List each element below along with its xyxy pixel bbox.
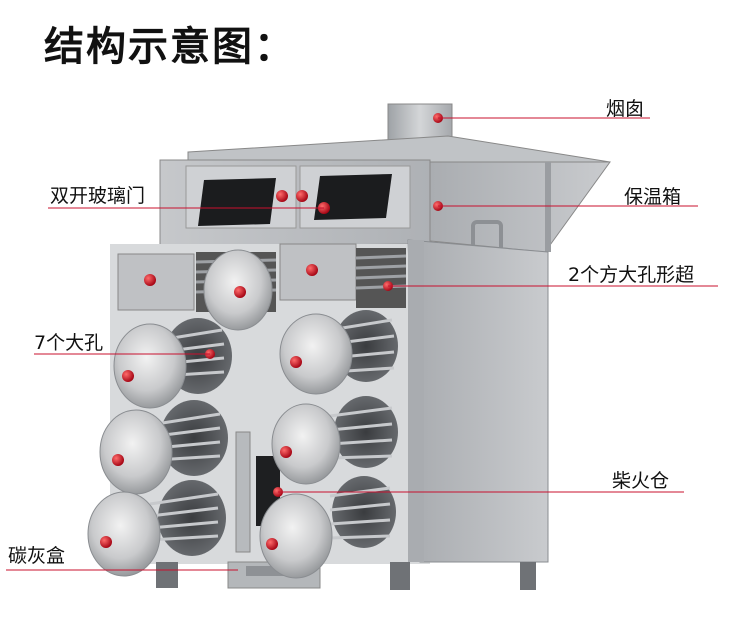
label-round-holes: 7个大孔 xyxy=(34,332,104,354)
label-ash-box: 碳灰盒 xyxy=(8,545,66,567)
label-square-holes: 2个方大孔形超 xyxy=(568,264,695,286)
label-chimney: 烟囱 xyxy=(606,98,645,120)
label-warming-box: 保温箱 xyxy=(624,186,682,208)
glass-doors xyxy=(159,159,431,247)
round-holes xyxy=(149,310,398,556)
round-lids xyxy=(87,249,353,579)
label-firewood-bin: 柴火仓 xyxy=(612,470,670,492)
knobs xyxy=(100,113,443,550)
legs xyxy=(156,562,536,590)
label-glass-doors: 双开玻璃门 xyxy=(50,185,146,207)
chimney xyxy=(387,103,453,143)
pointer-lines xyxy=(6,117,718,571)
page-title: 结构示意图： xyxy=(44,24,296,70)
